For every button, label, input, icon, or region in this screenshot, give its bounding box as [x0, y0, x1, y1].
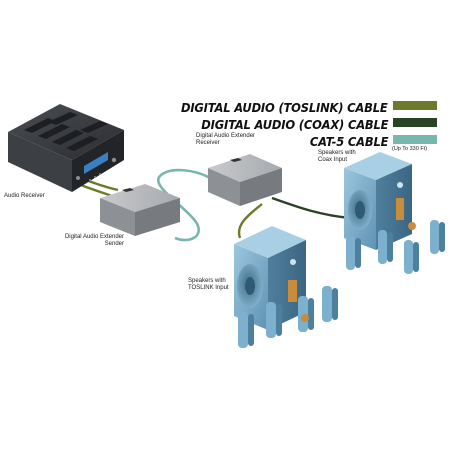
coax-speaker-set — [344, 152, 445, 274]
legend-toslink-label: DIGITAL AUDIO (TOSLINK) CABLE — [181, 100, 388, 115]
receiver-label: Digital Audio Extender Receiver — [196, 133, 255, 147]
sender-label: Digital Audio Extender Sender — [58, 234, 124, 248]
legend-cat5-swatch — [393, 135, 437, 144]
audio-receiver-label: Audio Receiver — [4, 193, 45, 199]
toslink-speakers-label-line1: Speakers with — [188, 278, 226, 284]
legend-toslink-swatch — [393, 101, 437, 110]
legend-coax-label: DIGITAL AUDIO (COAX) CABLE — [200, 117, 388, 132]
extender-sender-box — [100, 184, 180, 236]
coax-speakers-label-line2: Coax Input — [318, 157, 348, 163]
legend-cat5-note: (Up To 330 Ft) — [392, 146, 428, 152]
sender-label-line2: Sender — [104, 241, 124, 247]
legend-cat5-label: CAT-5 CABLE — [309, 134, 389, 149]
satellite-speaker-icon — [346, 220, 445, 274]
coax-speakers-label-line1: Speakers with — [318, 150, 356, 156]
legend-coax-swatch — [393, 118, 437, 127]
receiver-label-line1: Digital Audio Extender — [196, 133, 256, 139]
toslink-speakers-label: Speakers with TOSLINK Input — [188, 278, 229, 292]
toslink-cable-to-speakers — [237, 203, 263, 239]
audio-receiver-icon — [8, 104, 124, 192]
extender-receiver-box — [208, 154, 282, 206]
coax-cable — [271, 196, 351, 220]
toslink-speakers-label-line2: TOSLINK Input — [188, 285, 229, 291]
toslink-speaker-set — [234, 226, 338, 348]
coax-speakers-label: Speakers with Coax Input — [318, 150, 356, 164]
satellite-speaker-icon — [238, 286, 338, 348]
sender-label-line1: Digital Audio Extender — [64, 234, 124, 240]
receiver-label-line2: Receiver — [196, 140, 220, 146]
